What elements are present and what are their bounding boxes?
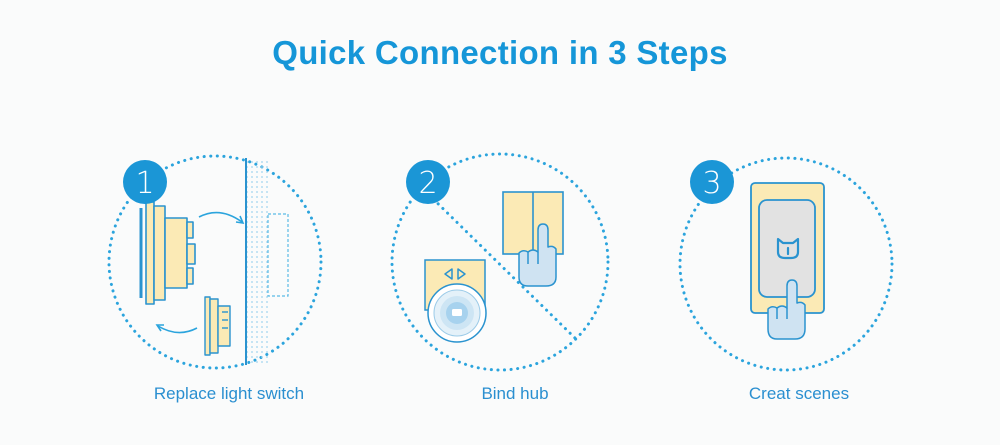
step-2-caption: Bind hub — [481, 384, 549, 403]
step-2-number: 2 — [418, 166, 437, 201]
step-1-badge — [123, 160, 167, 204]
wall-switch-panel — [502, 191, 564, 255]
step-3 — [678, 156, 894, 372]
hub-device — [424, 259, 487, 343]
step-2 — [390, 152, 610, 372]
arrow-left-icon — [155, 324, 198, 334]
light-switch-small — [204, 296, 231, 356]
wall-illustration — [245, 158, 289, 365]
step-3-badge — [690, 160, 734, 204]
step-2-dotted-circle — [390, 152, 610, 372]
step-1-caption: Replace light switch — [153, 384, 305, 403]
page-title: Quick Connection in 3 Steps — [272, 34, 728, 71]
step-2-badge — [406, 160, 450, 204]
finger-icon — [767, 279, 806, 340]
step-1-number: 1 — [135, 166, 154, 201]
step-3-dotted-circle — [678, 156, 894, 372]
step-3-number: 3 — [702, 166, 721, 201]
light-switch-large — [139, 201, 196, 305]
step-3-caption: Creat scenes — [748, 384, 850, 403]
step-1 — [107, 154, 323, 370]
mijia-logo-icon — [776, 237, 800, 260]
finger-icon — [518, 223, 557, 287]
arrow-right-icon — [198, 211, 245, 224]
smartphone-illustration — [750, 182, 825, 314]
step-1-dotted-circle — [107, 154, 323, 370]
